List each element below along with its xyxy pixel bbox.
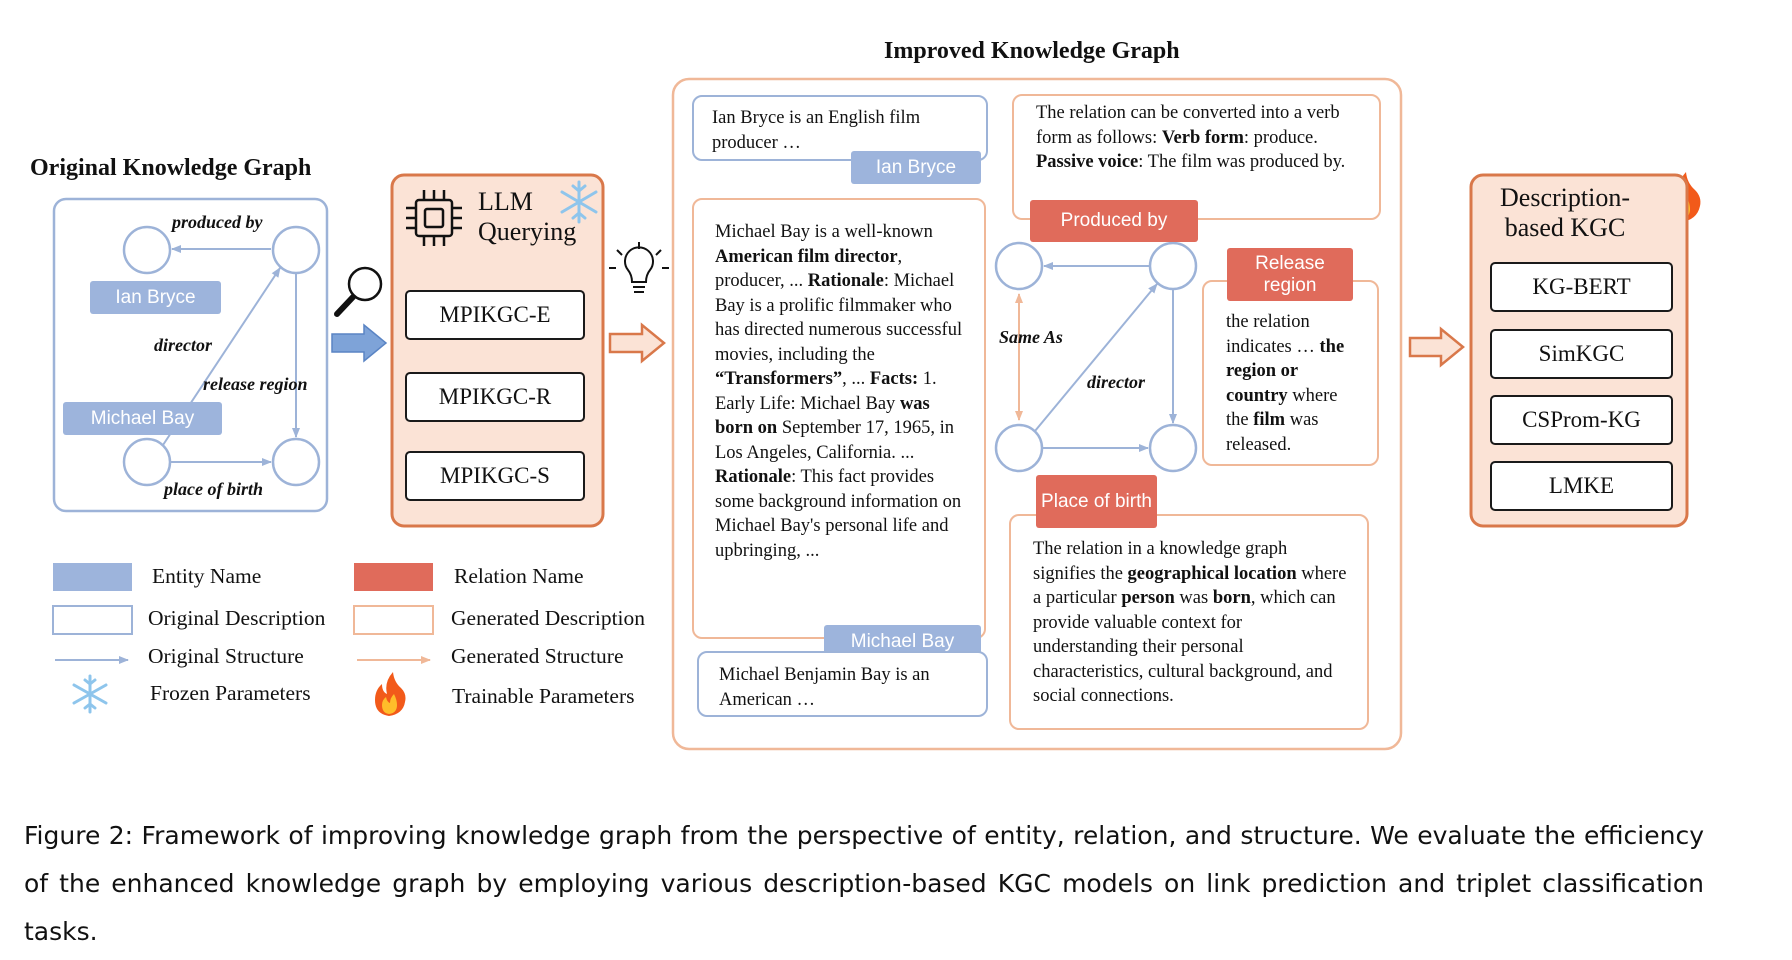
improved-node-film bbox=[1148, 241, 1198, 291]
edge-label-place-of-birth: place of birth bbox=[164, 479, 263, 499]
relation-tag-produced-by: Produced by bbox=[1030, 200, 1198, 242]
lightbulb-icon bbox=[609, 242, 669, 293]
legend-entity-swatch bbox=[53, 563, 132, 591]
improved-edge-director bbox=[1034, 283, 1158, 432]
produced-by-generated-description: The relation can be converted into a ver… bbox=[1012, 94, 1381, 220]
figure-caption: Figure 2: Framework of improving knowled… bbox=[24, 821, 1704, 946]
improved-kg-nodes bbox=[994, 241, 1198, 473]
kgc-title: Description- based KGC bbox=[1490, 183, 1640, 243]
relation-tag-release-region: Release region bbox=[1227, 248, 1353, 301]
entity-tag-ian-bryce: Ian Bryce bbox=[90, 281, 221, 314]
edge-label-release-region: release region bbox=[203, 374, 308, 394]
relation-tag-place-of-birth: Place of birth bbox=[1036, 475, 1157, 528]
kgc-title-line2: based KGC bbox=[1504, 213, 1626, 242]
improved-kg-title: Improved Knowledge Graph bbox=[884, 38, 1180, 64]
node-michael-bay bbox=[122, 437, 172, 487]
llm-title-line1: LLM bbox=[478, 187, 533, 216]
magnifier-icon bbox=[334, 266, 383, 317]
edge-label-produced-by: produced by bbox=[172, 212, 263, 232]
legend-snowflake-icon bbox=[72, 674, 108, 714]
legend-generated-desc-swatch bbox=[353, 605, 434, 635]
kgc-model-kg-bert: KG-BERT bbox=[1490, 262, 1673, 312]
legend-original-structure: Original Structure bbox=[148, 644, 304, 668]
improved-kg-edges bbox=[1015, 262, 1177, 452]
chip-icon bbox=[406, 190, 462, 246]
kgc-title-line1: Description- bbox=[1500, 183, 1630, 212]
improved-node-ian-bryce bbox=[994, 241, 1044, 291]
legend-trainable-parameters: Trainable Parameters bbox=[452, 684, 635, 708]
legend-generated-description: Generated Description bbox=[451, 606, 646, 630]
original-kg-nodes bbox=[122, 225, 321, 487]
improved-node-michael-bay bbox=[994, 423, 1044, 473]
llm-title-line2: Querying bbox=[478, 217, 577, 246]
legend-original-description: Original Description bbox=[148, 606, 326, 630]
ian-bryce-original-description: Ian Bryce is an English film producer … bbox=[692, 95, 988, 161]
llm-panel bbox=[390, 173, 605, 528]
edge-label-director: director bbox=[154, 335, 212, 355]
legend-relation-swatch bbox=[354, 563, 433, 591]
orange-flow-arrow-2 bbox=[1408, 326, 1465, 368]
entity-tag-ian-bryce-improved: Ian Bryce bbox=[851, 151, 981, 184]
mpikgc-r-module: MPIKGC-R bbox=[405, 372, 585, 422]
blue-flow-arrow bbox=[331, 323, 388, 363]
llm-title: LLM Querying bbox=[478, 187, 576, 247]
node-film bbox=[271, 225, 321, 275]
michael-bay-original-description: Michael Benjamin Bay is an American … bbox=[697, 651, 988, 717]
legend-relation-name: Relation Name bbox=[454, 564, 584, 588]
place-of-birth-generated-description: The relation in a knowledge graph signif… bbox=[1009, 514, 1369, 730]
release-region-generated-description: the relation indicates … the region or c… bbox=[1202, 280, 1379, 466]
edge-label-director-improved: director bbox=[1087, 372, 1145, 392]
llm-snowflake-icon bbox=[560, 180, 598, 224]
michael-bay-generated-description: Michael Bay is a well-known American fil… bbox=[692, 198, 986, 639]
legend-original-desc-swatch bbox=[52, 605, 133, 635]
original-kg-panel bbox=[52, 197, 329, 513]
node-region bbox=[271, 437, 321, 487]
entity-tag-michael-bay: Michael Bay bbox=[63, 402, 222, 435]
orange-flow-arrow-1 bbox=[608, 322, 666, 364]
legend-generated-structure: Generated Structure bbox=[451, 644, 624, 668]
original-kg-title: Original Knowledge Graph bbox=[30, 155, 312, 181]
node-ian-bryce bbox=[122, 225, 172, 275]
legend-frozen-parameters: Frozen Parameters bbox=[150, 681, 311, 705]
kgc-model-simkgc: SimKGC bbox=[1490, 329, 1673, 379]
edge-label-same-as: Same As bbox=[999, 327, 1063, 347]
kgc-model-lmke: LMKE bbox=[1490, 461, 1673, 511]
mpikgc-e-module: MPIKGC-E bbox=[405, 290, 585, 340]
improved-node-region bbox=[1148, 423, 1198, 473]
mpikgc-s-module: MPIKGC-S bbox=[405, 451, 585, 501]
improved-kg-panel bbox=[671, 77, 1403, 751]
kgc-model-csprom-kg: CSProm-KG bbox=[1490, 395, 1673, 445]
legend-entity-name: Entity Name bbox=[152, 564, 262, 588]
legend-flame-icon bbox=[375, 672, 406, 716]
